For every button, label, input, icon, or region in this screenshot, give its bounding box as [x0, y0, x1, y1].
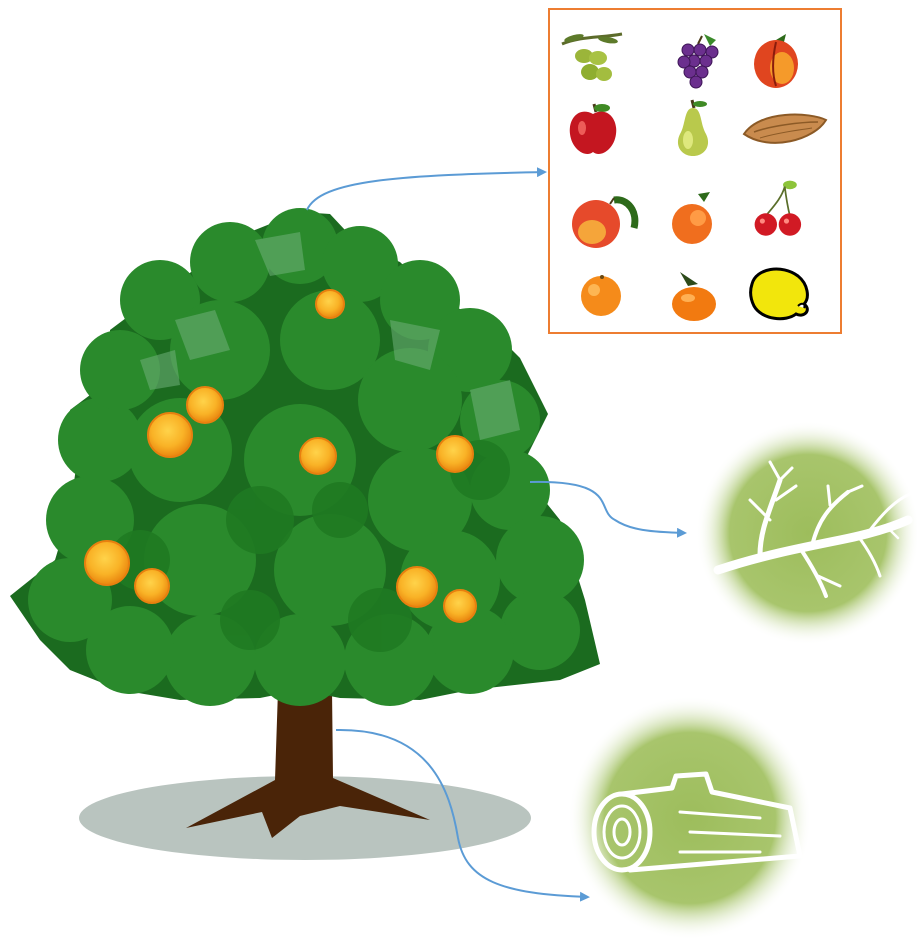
cherries-icon [742, 178, 812, 240]
pear-icon [658, 96, 728, 158]
apple-icon [558, 98, 628, 160]
olives-icon [556, 28, 626, 90]
fruits-arrow [307, 172, 545, 210]
mandarin-icon [658, 266, 728, 328]
fruit-collection-box [548, 8, 842, 334]
orange-icon [566, 264, 636, 326]
trunk-badge [568, 696, 812, 938]
nectarine-icon [562, 190, 644, 252]
almond-icon [740, 100, 830, 162]
grapes-icon [664, 30, 734, 92]
peach-icon [742, 30, 812, 92]
apricot-icon [658, 188, 728, 250]
branch-badge [696, 421, 917, 645]
lemon-icon [742, 260, 814, 322]
